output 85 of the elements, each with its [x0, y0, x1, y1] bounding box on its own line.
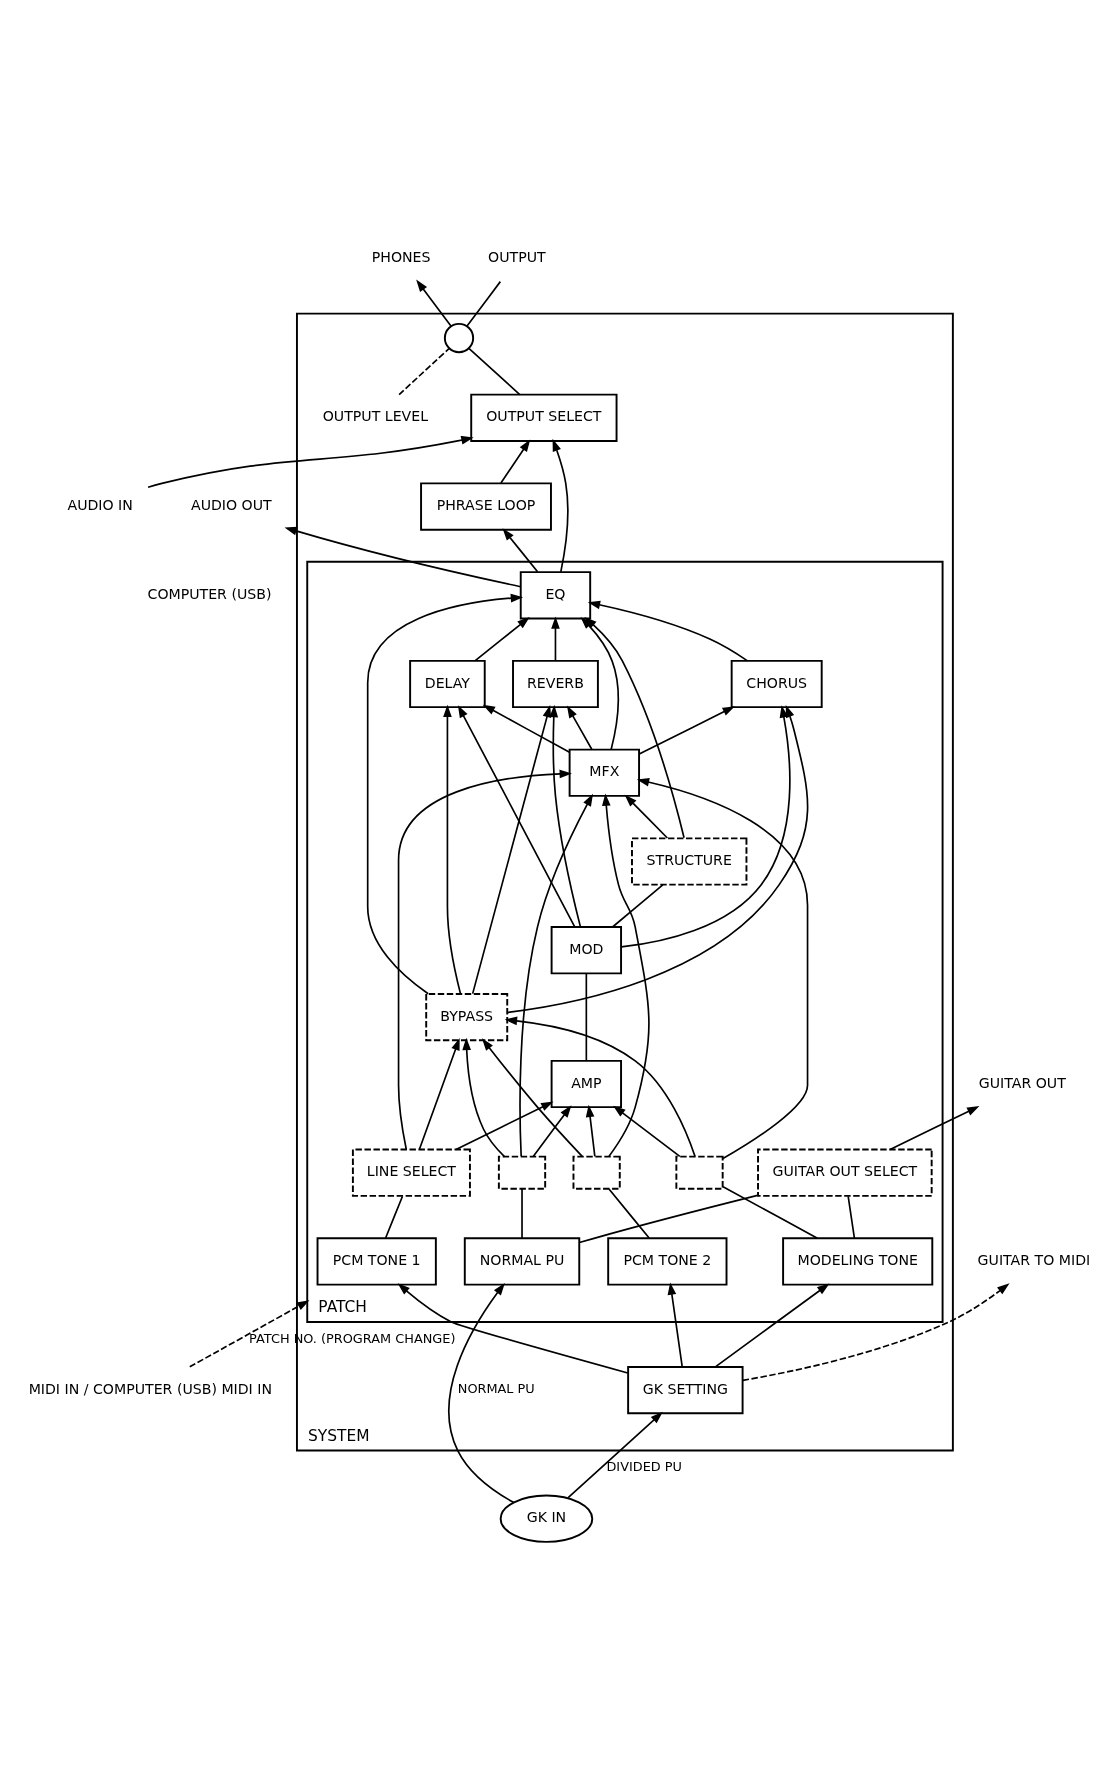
- arrow: [636, 777, 809, 1159]
- arrow: [624, 794, 669, 839]
- arrow: [504, 1016, 696, 1157]
- arrow: [455, 1100, 554, 1150]
- node-box: EQ: [519, 570, 592, 619]
- label: COMPUTER (USB): [147, 585, 272, 602]
- arrow: [448, 1282, 515, 1503]
- node-text: AUDIO IN: [67, 496, 133, 513]
- node-box: MODELING TONE: [782, 1236, 934, 1286]
- node-text: AUDIO OUT: [190, 496, 272, 513]
- arrow: [416, 279, 452, 327]
- arrow: [462, 1037, 506, 1157]
- connector: [578, 1194, 759, 1243]
- arrow: [587, 600, 749, 662]
- arrow: [284, 526, 522, 588]
- edge-label: NORMAL PU: [457, 1380, 535, 1396]
- arrow: [502, 527, 539, 573]
- node-box: [675, 1155, 724, 1190]
- connector: [466, 280, 502, 327]
- arrow: [667, 1281, 684, 1368]
- arrow: [551, 615, 560, 661]
- node-circle: [443, 322, 475, 353]
- node-box: MFX: [568, 748, 641, 797]
- connector: [847, 1195, 856, 1239]
- connector: [612, 883, 664, 928]
- arrow: [566, 705, 593, 750]
- node-box: CHORUS: [730, 659, 823, 708]
- arrow: [567, 1411, 663, 1499]
- arrow: [481, 1037, 584, 1157]
- arrow: [519, 793, 593, 1157]
- connector: [468, 346, 521, 395]
- arrow: [474, 616, 530, 661]
- arrow: [714, 1282, 830, 1368]
- node-text: GUITAR TO MIDI: [977, 1251, 1091, 1268]
- connector: [608, 1187, 650, 1239]
- node-box: LINE SELECT: [351, 1148, 471, 1197]
- connector: [585, 972, 588, 1061]
- arrow: [506, 704, 809, 1013]
- node-box: MOD: [550, 925, 623, 974]
- node-box: GK SETTING: [627, 1365, 744, 1414]
- arrow: [457, 704, 576, 928]
- connector: [521, 1187, 523, 1239]
- arrow: [552, 438, 569, 573]
- node-box: OUTPUT SELECT: [470, 393, 618, 442]
- arrow: [397, 769, 572, 1150]
- node-box: PHRASE LOOP: [420, 481, 552, 531]
- connector: [384, 1195, 404, 1239]
- node-ellipse: GK IN: [499, 1494, 594, 1543]
- arrow: [889, 1105, 980, 1150]
- arrow: [585, 1104, 596, 1157]
- arrow: [620, 704, 791, 948]
- arrow: [500, 438, 531, 484]
- node-box: PCM TONE 2: [607, 1236, 728, 1286]
- arrow: [418, 1037, 460, 1150]
- node-box: [572, 1155, 621, 1190]
- node-box: DELAY: [409, 659, 486, 708]
- node-box: GUITAR OUT SELECT: [757, 1148, 933, 1197]
- arrow: [613, 1105, 681, 1157]
- node-box: [497, 1155, 547, 1190]
- arrow: [602, 792, 650, 1157]
- node-text: OUTPUT LEVEL: [322, 407, 429, 424]
- arrow: [366, 593, 524, 995]
- node-text: OUTPUT: [488, 248, 546, 265]
- node-box: NORMAL PU: [463, 1236, 581, 1286]
- connector: [722, 1185, 819, 1239]
- edge-label: DIVIDED PU: [606, 1458, 682, 1474]
- arrow: [471, 704, 552, 994]
- connector: [398, 346, 451, 395]
- node-box: AMP: [550, 1059, 623, 1108]
- node-text: GUITAR OUT: [978, 1074, 1066, 1091]
- node-text: PHONES: [371, 248, 431, 265]
- arrow: [532, 1104, 572, 1157]
- arrow: [397, 1282, 629, 1374]
- arrow: [188, 1299, 310, 1368]
- arrow: [443, 704, 462, 995]
- node-box: STRUCTURE: [631, 836, 748, 886]
- node-box: PCM TONE 1: [316, 1236, 437, 1286]
- arrow: [482, 704, 571, 753]
- node-box: REVERB: [512, 659, 599, 708]
- arrow: [147, 435, 474, 488]
- arrow: [742, 1282, 1010, 1381]
- node-text: MIDI IN / COMPUTER (USB) MIDI IN: [28, 1380, 273, 1397]
- arrow: [638, 705, 735, 755]
- arrow: [549, 704, 582, 928]
- node-box: BYPASS: [425, 992, 509, 1041]
